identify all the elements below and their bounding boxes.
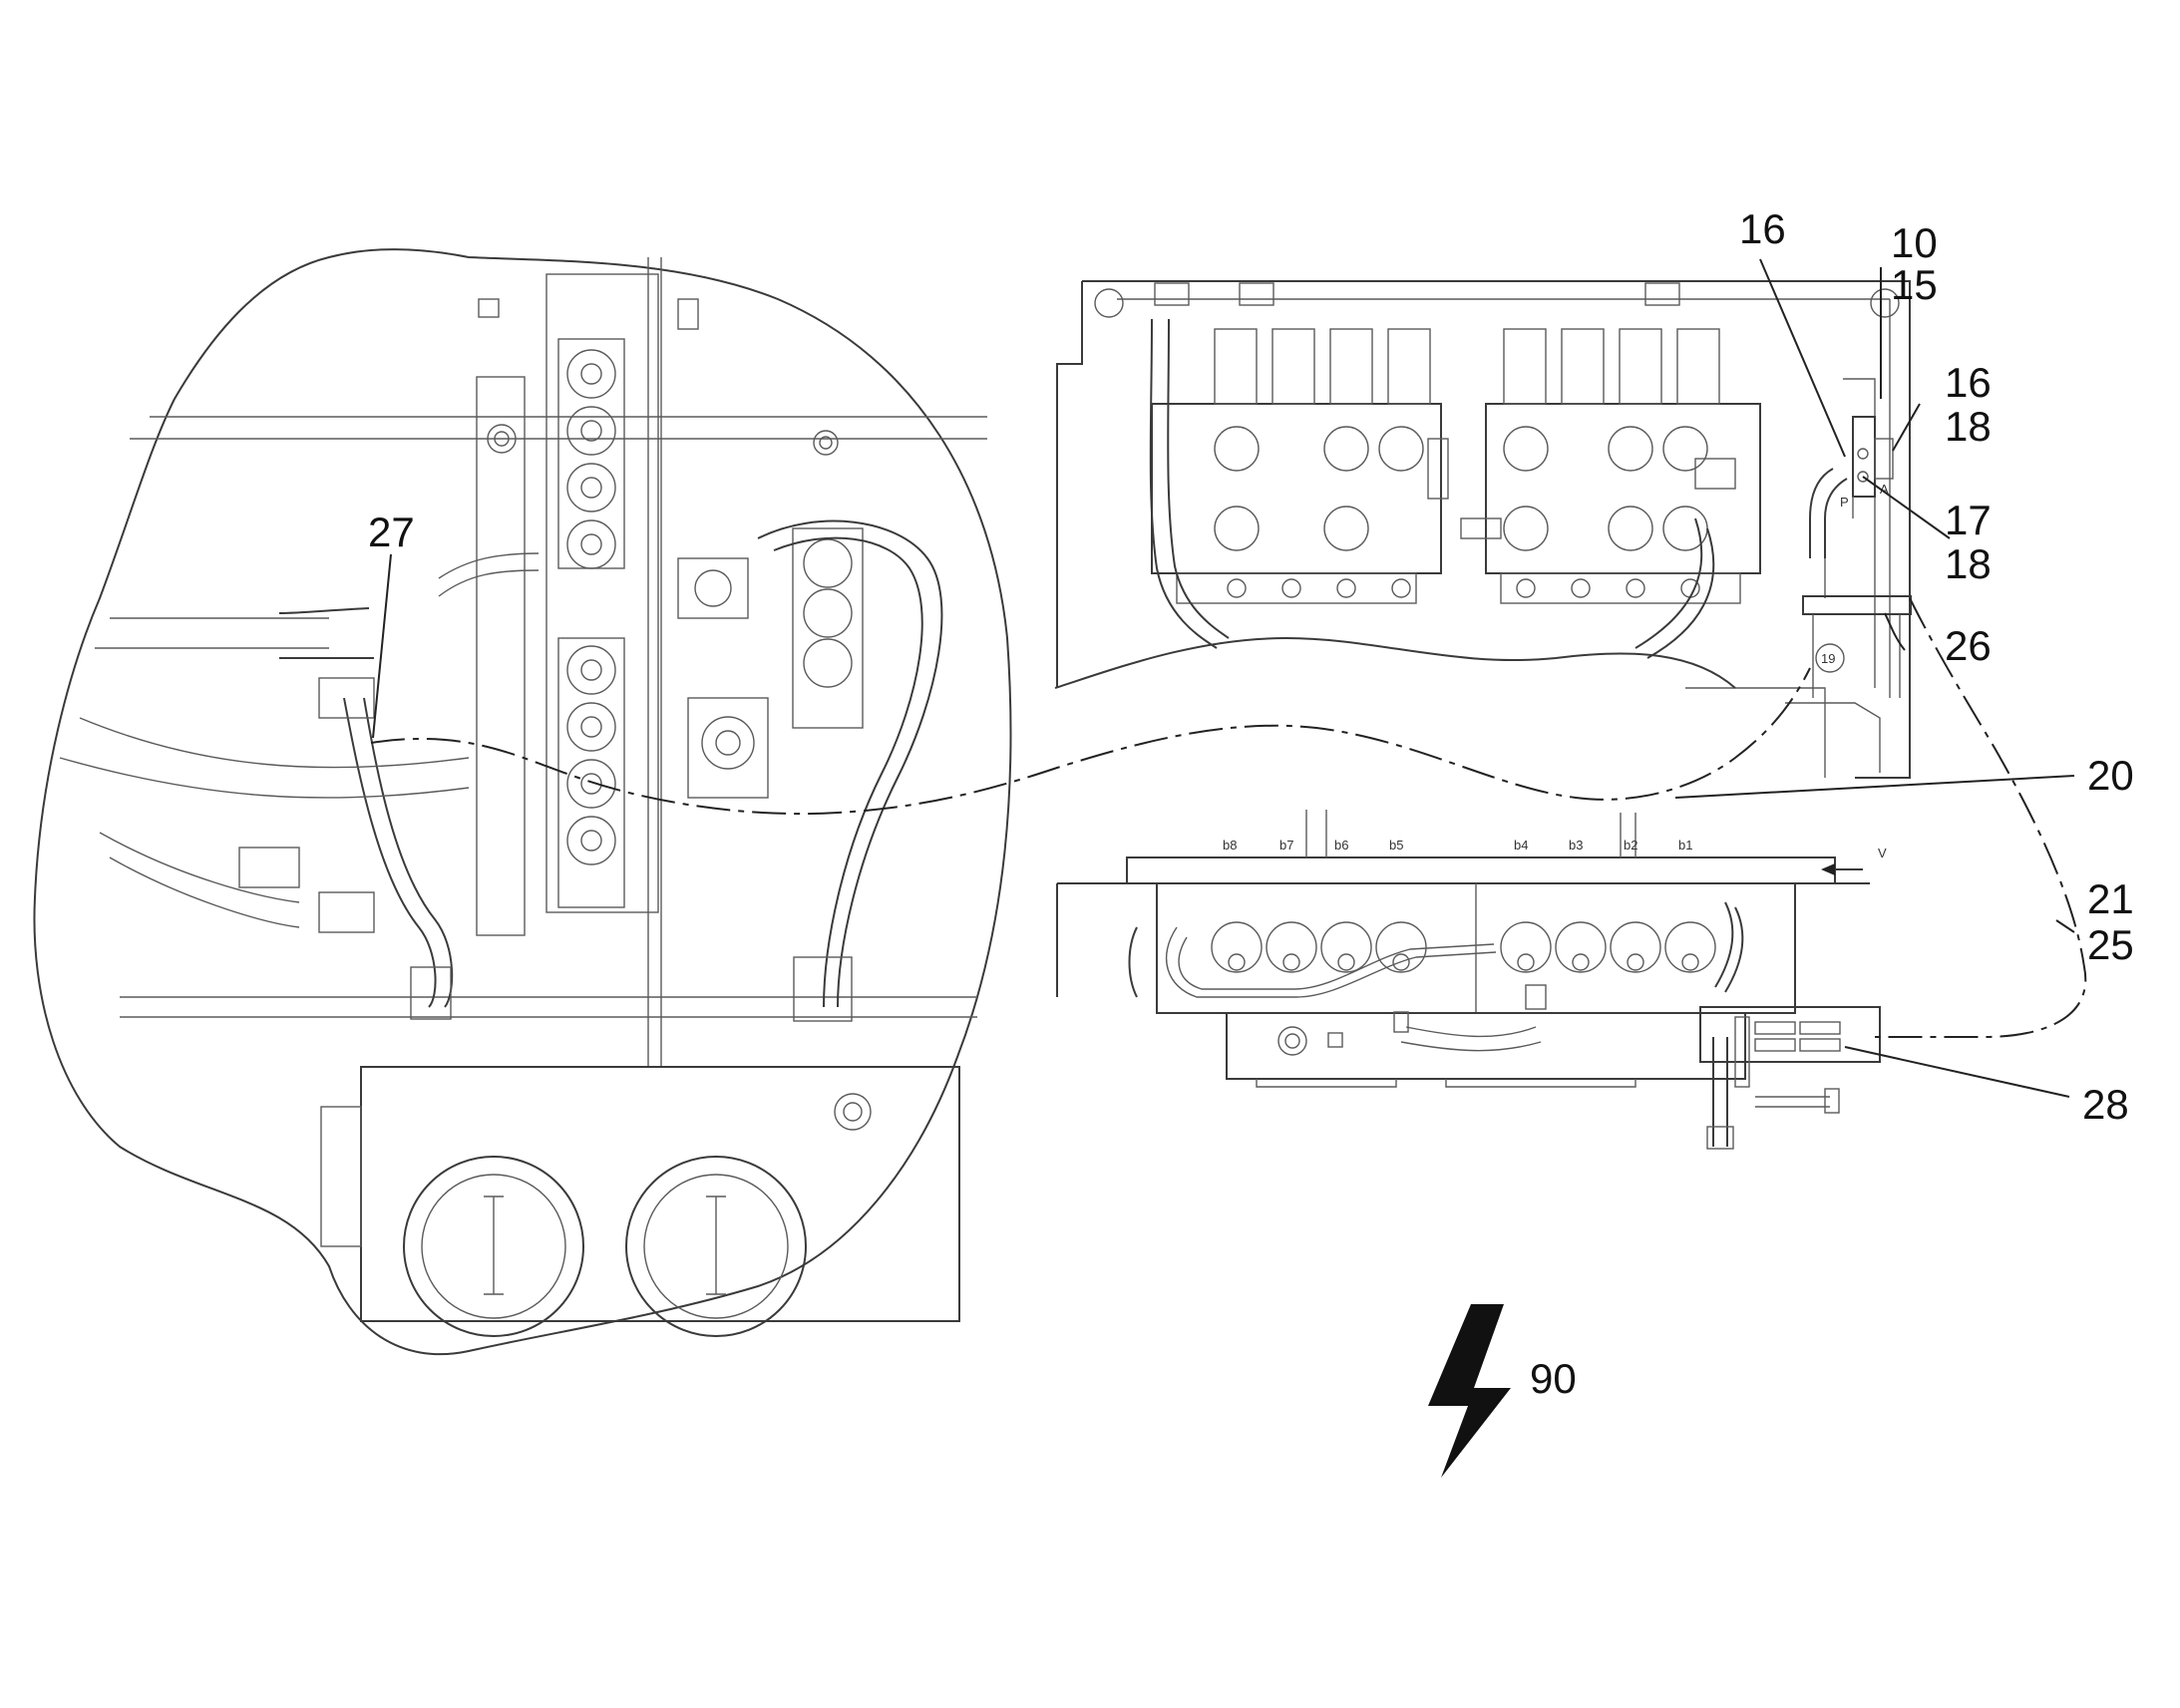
bank-label-b3: b3 <box>1569 838 1583 853</box>
solenoid-row-right <box>1503 328 1720 405</box>
callout-18-upper: 18 <box>1945 403 1992 450</box>
connector-block-28 <box>1699 1006 1881 1150</box>
detail-view-left <box>33 248 1012 1356</box>
valve-bank-top-view: P A 19 <box>1054 280 1912 779</box>
valve-stack-lower <box>557 637 625 908</box>
callout-labels: 27 16 10 15 16 18 17 18 26 20 21 25 28 9… <box>368 205 2134 1402</box>
port-p-label: P <box>1840 495 1849 510</box>
bank-label-b4: b4 <box>1514 838 1528 853</box>
connection-lines <box>370 597 2087 1038</box>
callout-21: 21 <box>2087 875 2134 922</box>
bank-label-b7: b7 <box>1279 838 1293 853</box>
mounting-bolts <box>1227 578 1700 598</box>
callout-27: 27 <box>368 509 415 555</box>
callout-17: 17 <box>1945 497 1992 543</box>
callout-28: 28 <box>2082 1081 2129 1128</box>
callout-20: 20 <box>2087 752 2134 799</box>
lightning-bolt-icon <box>1428 1304 1511 1478</box>
bank-valve-heads <box>1211 921 1716 973</box>
callout-26: 26 <box>1945 622 1992 669</box>
bank-label-b6: b6 <box>1334 838 1348 853</box>
port-a-label: A <box>1880 482 1889 497</box>
ref-19-label: 19 <box>1821 651 1835 666</box>
callout-16-top: 16 <box>1739 205 1786 252</box>
valve-bank-side-view: b8 b7 b6 b5 b4 b3 b2 b1 V <box>1056 810 1887 1150</box>
solenoid-row-left <box>1214 328 1431 405</box>
callout-90: 90 <box>1530 1355 1577 1402</box>
arrow-left-icon <box>1821 863 1863 875</box>
pressure-valve-assembly: P A <box>1809 416 1894 598</box>
leader-lines <box>372 258 2075 1098</box>
callout-18-lower: 18 <box>1945 540 1992 587</box>
valve-block-right <box>677 527 864 799</box>
callout-25: 25 <box>2087 921 2134 968</box>
bank-label-b1: b1 <box>1678 838 1692 853</box>
spool-valves-upper <box>1214 426 1708 551</box>
bank-label-b8: b8 <box>1223 838 1237 853</box>
tank-26: 19 <box>1802 595 1912 698</box>
valve-stack-upper <box>557 338 625 569</box>
bank-label-b2: b2 <box>1624 838 1637 853</box>
view-label: V <box>1878 846 1887 860</box>
callout-16-right: 16 <box>1945 359 1992 406</box>
callout-10: 10 <box>1891 219 1938 266</box>
tank-housing <box>320 1066 960 1337</box>
bank-label-b5: b5 <box>1389 838 1403 853</box>
callout-15: 15 <box>1891 261 1938 308</box>
